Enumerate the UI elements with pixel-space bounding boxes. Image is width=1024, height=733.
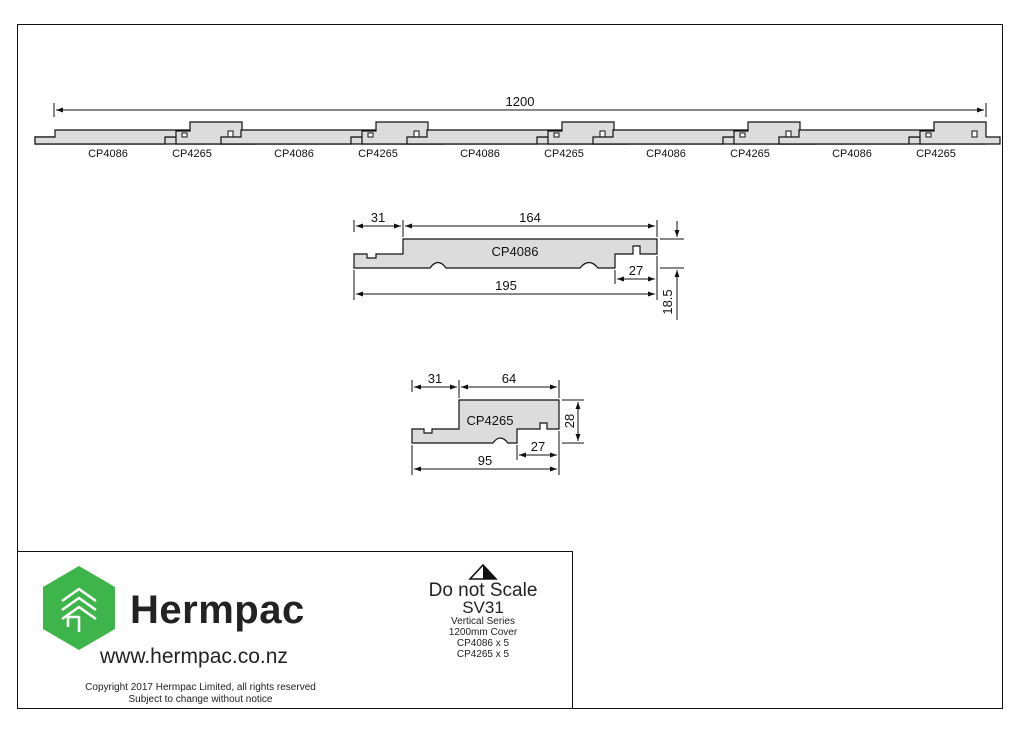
cp4086-detail: CP4086 31 164 27 195 18.5 [353,210,684,320]
drawing-note: 1200mm Cover [448,627,518,638]
warning-triangle-icon [468,564,498,580]
cp4265-lap-dim: 31 [428,371,442,386]
cp4086-lap-dim: 31 [371,210,385,225]
title-block: Hermpac www.hermpac.co.nz Copyright 2017… [17,551,573,709]
assembly-board-label: CP4265 [358,148,398,160]
cp4086-tongue-dim: 27 [629,263,643,278]
assembly-board-label: CP4265 [172,148,212,160]
assembly-board-label: CP4086 [274,148,314,160]
copyright-notice: Copyright 2017 Hermpac Limited, all righ… [18,682,383,706]
assembly-board-label: CP4086 [88,148,128,160]
hermpac-logo-icon [43,566,115,650]
assembly-groove-notch [785,130,792,138]
drawing-note: Vertical Series [451,616,515,627]
brand-name: Hermpac [130,588,305,632]
assembly-groove-notch [413,130,420,138]
change-notice-line: Subject to change without notice [128,694,273,705]
drawing-note: CP4086 x 5 [456,638,510,649]
assembly-cp4265-board [919,121,1001,145]
cp4086-face-dim: 164 [519,210,541,225]
drawing-note: CP4265 x 5 [456,649,510,660]
cp4265-detail: CP4265 31 64 27 95 28 [411,371,584,475]
assembly-board-label: CP4086 [832,148,872,160]
overall-width-label: 1200 [506,94,535,109]
assembly-view: 1200 CP4086 CP4265 CP4086 CP4265 CP4086 CP426… [34,94,1001,160]
cp4265-tongue-dim: 27 [531,439,545,454]
assembly-board-label: CP4086 [646,148,686,160]
assembly-groove-notch [599,130,606,138]
assembly-board-label: CP4265 [730,148,770,160]
assembly-tongue-notch [553,132,560,138]
assembly-groove-notch [971,130,978,138]
assembly-tongue-notch [739,132,746,138]
cp4265-face-dim: 64 [502,371,516,386]
assembly-tongue-notch [367,132,374,138]
assembly-board-label: CP4086 [460,148,500,160]
cp4265-total-dim: 95 [478,453,492,468]
cp4086-profile [353,238,658,269]
assembly-board-label: CP4265 [916,148,956,160]
assembly-tongue-notch [181,132,188,138]
assembly-board-label: CP4265 [544,148,584,160]
do-not-scale-warning: Do not Scale [428,580,538,601]
assembly-groove-notch [227,130,234,138]
cp4086-label: CP4086 [492,244,539,259]
cp4265-profile [411,399,560,444]
website-link[interactable]: www.hermpac.co.nz [100,645,288,668]
cp4265-thickness-dim: 28 [562,414,577,428]
copyright-line: Copyright 2017 Hermpac Limited, all righ… [85,682,316,693]
assembly-tongue-notch [925,132,932,138]
cp4086-thickness-dim: 18.5 [660,289,675,314]
cp4086-total-dim: 195 [495,278,517,293]
drawing-info: Do not Scale SV31 Vertical Series 1200mm… [398,564,568,660]
cp4265-label: CP4265 [467,413,514,428]
drawing-code: SV31 [462,598,504,617]
